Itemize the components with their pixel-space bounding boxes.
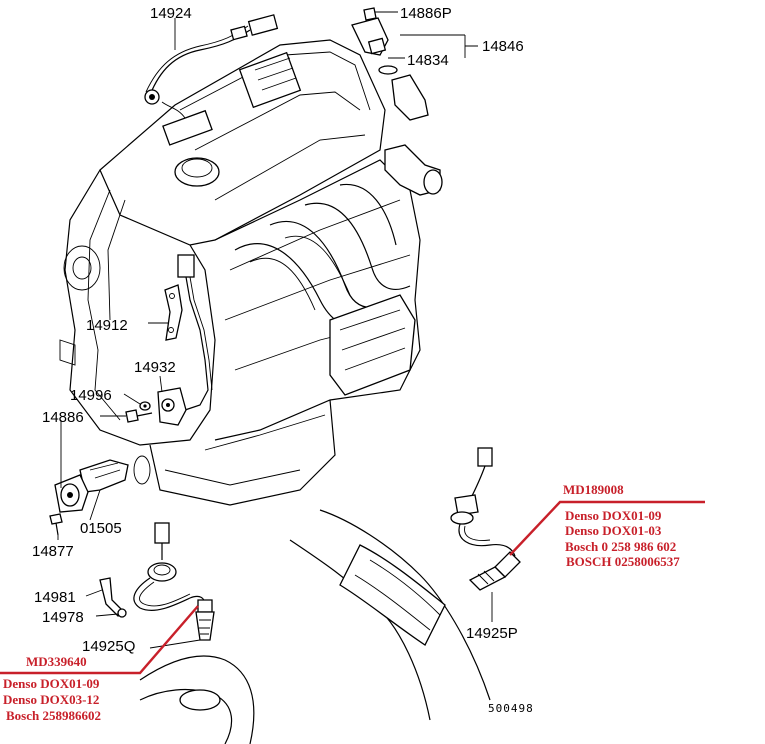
rear-sensor-line-3: Bosch 0 258 986 602 [565,539,676,554]
rear-sensor-line-1: Denso DOX01-09 [565,508,662,523]
leader-lines [57,11,493,649]
callout-14978: 14978 [42,609,84,626]
front-sensor-line-3: Bosch 258986602 [6,708,101,723]
rear-sensor-oe-number: MD189008 [563,482,624,497]
callout-14846: 14846 [482,38,524,55]
callout-14924: 14924 [150,5,192,22]
front-sensor-line-2: Denso DOX03-12 [3,692,99,707]
part-14925P-rear-o2-sensor [450,447,521,591]
part-14924-harness [144,14,279,119]
callout-14834: 14834 [407,52,449,69]
rear-sensor-line-4: BOSCH 0258006537 [566,554,680,569]
callout-14886P: 14886P [400,5,452,22]
part-14932-sensor [157,387,187,426]
part-14846-cam-sensor [351,7,398,75]
callout-14925Q: 14925Q [82,638,135,655]
callout-14886: 14886 [42,409,84,426]
callout-14932: 14932 [134,359,176,376]
callout-14877: 14877 [32,543,74,560]
part-14912-bracket [164,284,183,341]
front-sensor-line-1: Denso DOX01-09 [3,676,100,691]
part-14925Q-front-o2-sensor [99,522,215,641]
part-14996-washer [139,401,151,411]
part-14886-bolt [125,409,153,423]
rear-sensor-line-2: Denso DOX01-03 [565,523,662,538]
engine-assembly [59,39,443,506]
exhaust-system [139,509,491,744]
part-14877-bolt [49,513,63,536]
rear-annotation-line [509,500,705,556]
callout-14981: 14981 [34,589,76,606]
callout-14912: 14912 [86,317,128,334]
front-annotation-line [0,605,199,675]
callout-01505: 01505 [80,520,122,537]
callout-14996: 14996 [70,387,112,404]
part-01505-bracket [54,459,129,513]
harness-sensor-lead [177,254,213,411]
drawing-code: 500498 [488,702,534,715]
front-sensor-oe-number: MD339640 [26,654,87,669]
callout-14925P: 14925P [466,625,518,642]
